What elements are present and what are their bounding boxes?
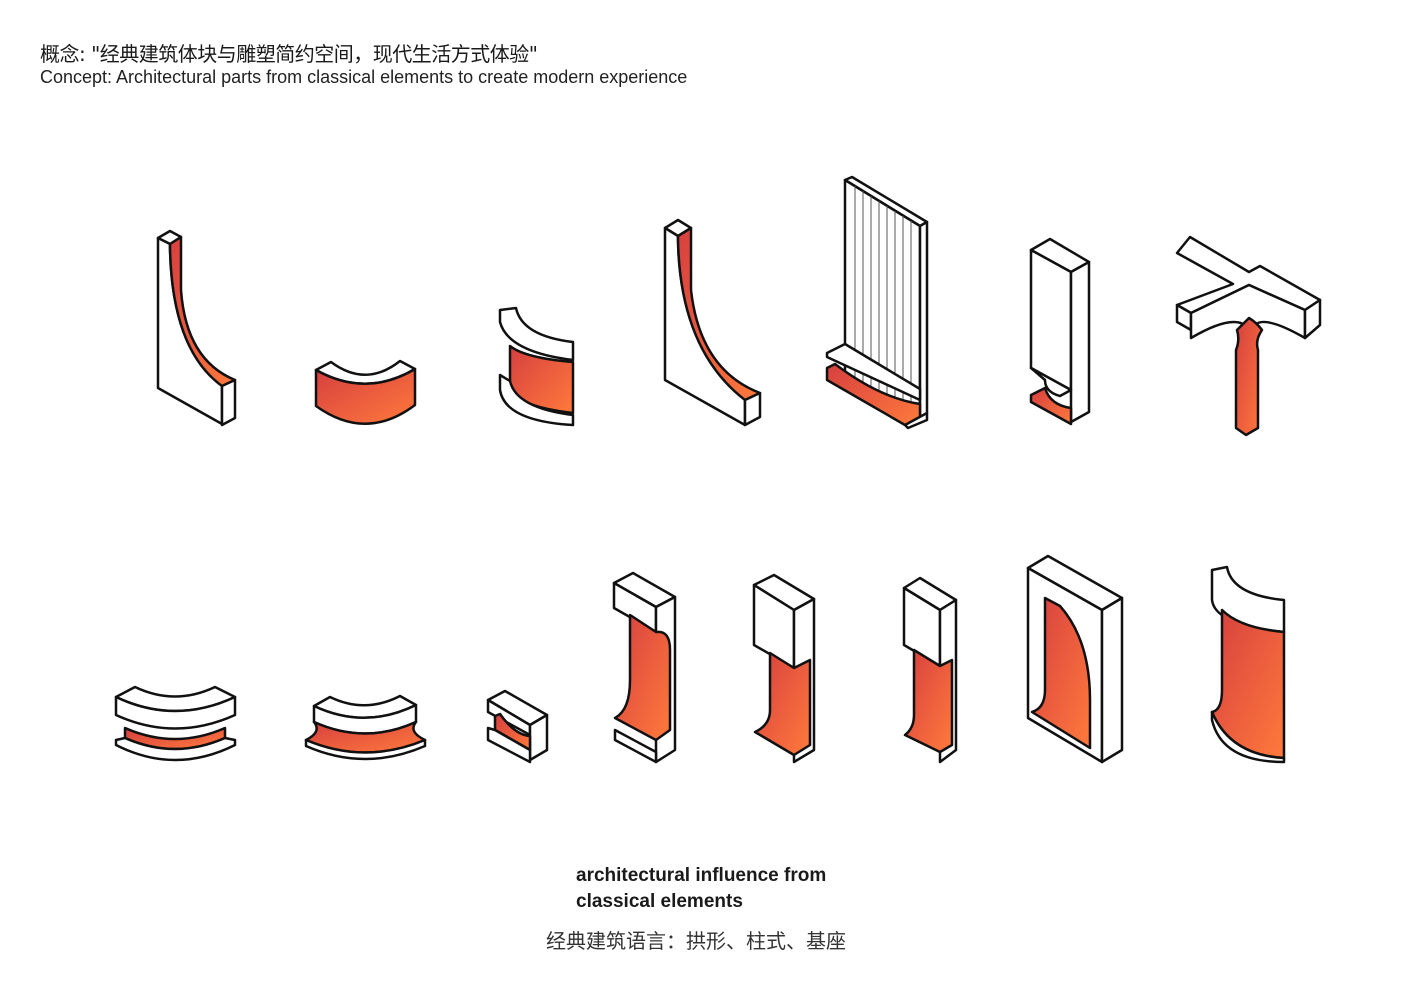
element-column-arched-1 <box>612 571 677 764</box>
caption-chinese: 经典建筑语言：拱形、柱式、基座 <box>546 929 846 953</box>
element-curved-base-2 <box>304 694 427 761</box>
element-pedestal-box <box>1029 237 1091 426</box>
element-saddle-block <box>314 359 417 425</box>
element-fluted-wall <box>825 175 929 430</box>
element-arched-portal <box>1026 554 1124 764</box>
title-chinese: 概念: "经典建筑体块与雕塑简约空间，现代生活方式体验" <box>40 42 538 66</box>
element-column-block-2 <box>752 573 816 764</box>
title-english: Concept: Architectural parts from classi… <box>40 67 688 87</box>
element-t-capital <box>1175 235 1322 437</box>
element-small-bracket <box>486 689 549 764</box>
element-column-block-3 <box>902 576 958 764</box>
caption-english: architectural influence from classical e… <box>576 863 826 915</box>
caption-line-2: classical elements <box>576 891 743 912</box>
element-curved-column <box>1210 565 1286 764</box>
caption-line-1: architectural influence from <box>576 865 827 886</box>
element-l-arch-large <box>663 218 762 427</box>
element-curved-niche <box>498 306 575 427</box>
element-l-arch-small <box>156 229 237 427</box>
element-curved-base-1 <box>114 685 237 762</box>
